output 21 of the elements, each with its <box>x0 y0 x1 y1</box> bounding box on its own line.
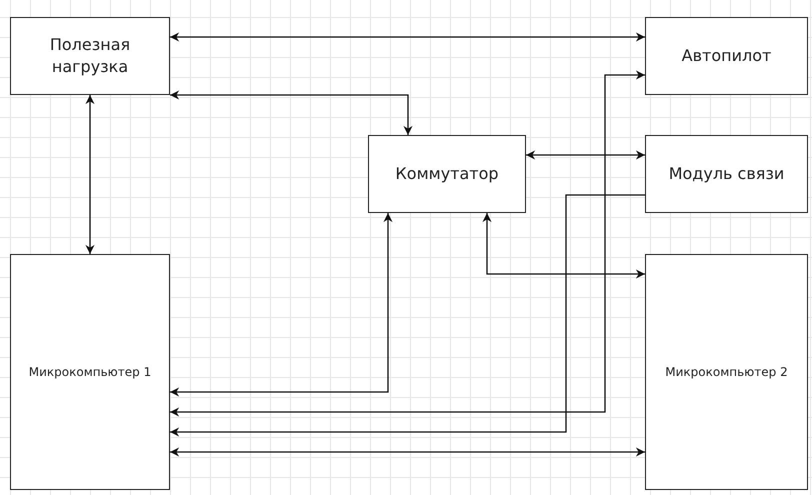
box-label: Микрокомпьютер 2 <box>664 364 789 380</box>
connector-arrow <box>170 447 645 457</box>
box-label: Коммутатор <box>394 163 500 185</box>
connector-arrow <box>170 32 645 42</box>
connector-arrow <box>482 213 645 279</box>
process-box <box>645 135 808 213</box>
box-label: Полезная нагрузка <box>48 34 132 78</box>
process-box <box>10 254 170 490</box>
process-box <box>645 17 808 95</box>
connector-arrow <box>85 95 95 254</box>
connector-arrow <box>170 70 645 417</box>
connector-arrow <box>170 90 413 135</box>
box-label: Автопилот <box>680 45 772 67</box>
connector-arrow <box>526 150 645 160</box>
process-box <box>645 254 808 490</box>
box-label: Модуль связи <box>668 163 786 185</box>
connector-arrow <box>170 213 393 397</box>
box-label: Микрокомпьютер 1 <box>28 364 152 380</box>
connector-arrow <box>170 194 645 437</box>
process-box <box>368 135 526 213</box>
process-box <box>10 17 170 95</box>
